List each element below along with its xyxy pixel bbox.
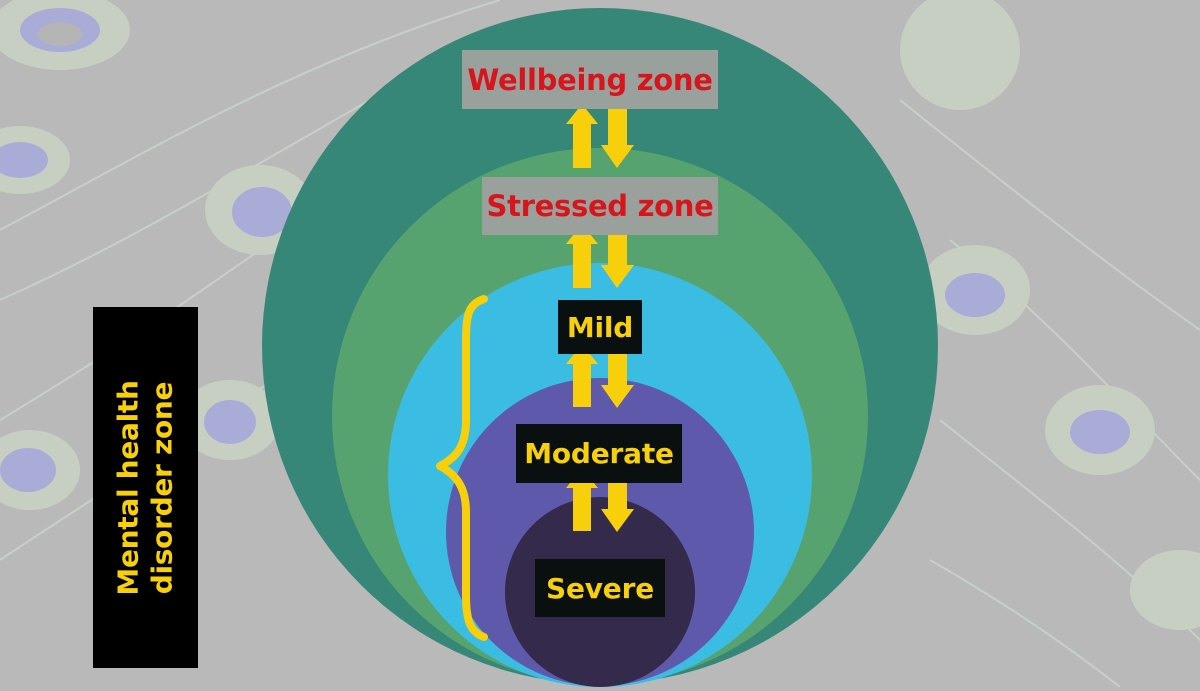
stressed-zone-label: Stressed zone <box>482 177 718 235</box>
up-arrow-icon <box>566 224 598 288</box>
down-arrow-icon <box>601 103 634 168</box>
mild-label: Mild <box>558 300 642 354</box>
arrow-pair-stressed-mild <box>566 223 634 288</box>
up-arrow-icon <box>566 344 598 407</box>
wellbeing-zone-label: Wellbeing zone <box>462 50 718 109</box>
down-arrow-icon <box>601 223 634 288</box>
arrow-pair-wellbeing-stressed <box>566 103 634 168</box>
down-arrow-icon <box>601 344 634 408</box>
curly-brace-icon <box>436 295 488 641</box>
side-label-line-1: Mental health <box>111 379 145 596</box>
arrow-pair-mild-moderate <box>566 344 634 408</box>
down-arrow-icon <box>601 468 634 532</box>
up-arrow-icon <box>566 104 598 168</box>
mental-health-disorder-zone-panel: Mental health disorder zone <box>93 307 198 668</box>
side-label-line-2: disorder zone <box>145 381 179 594</box>
moderate-label: Moderate <box>516 424 682 483</box>
arrow-pair-moderate-severe <box>566 468 634 532</box>
up-arrow-icon <box>566 468 598 531</box>
side-label: Mental health disorder zone <box>112 380 180 595</box>
severe-label: Severe <box>535 559 665 617</box>
